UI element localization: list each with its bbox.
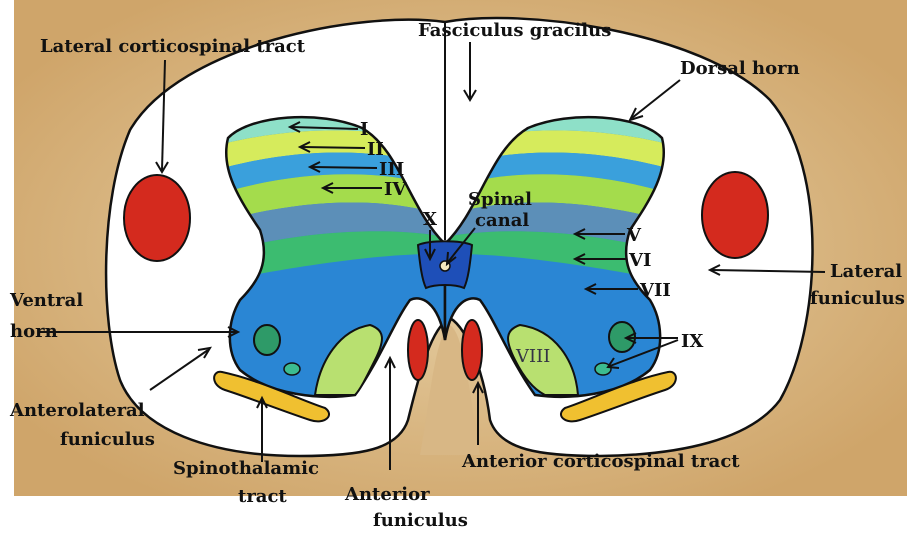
label-dorsal-horn: Dorsal horn (680, 58, 800, 79)
label-lamina-x: X (423, 209, 437, 230)
label-ventral-horn-line1: Ventral (9, 290, 83, 311)
ventral-fissure (420, 325, 480, 455)
label-anterior-funiculus-line2: funiculus (373, 510, 468, 531)
label-anterolateral-funiculus-line2: funiculus (60, 429, 155, 450)
spinothalamic-tract-left (213, 370, 330, 423)
label-anterolateral-funiculus-line1: Anterolateral (9, 400, 145, 421)
label-spinothalamic-tract-line1: Spinothalamic (173, 458, 319, 479)
label-lamina-iii: III (379, 159, 404, 180)
label-lateral-funiculus-line2: funiculus (810, 288, 905, 309)
anterior-corticospinal-tract-right (461, 319, 483, 381)
lamina-viii-left (313, 323, 383, 396)
label-anterior-corticospinal-tract: Anterior corticospinal tract (461, 451, 740, 472)
lateral-corticospinal-tract-right (701, 171, 769, 259)
label-anterior-funiculus-line1: Anterior (344, 484, 430, 505)
label-spinal-canal-line2: canal (475, 210, 529, 231)
label-lateral-corticospinal-tract: Lateral corticospinal tract (40, 36, 306, 57)
anterior-corticospinal-tract-left (407, 319, 429, 381)
label-lamina-v: V (626, 225, 642, 246)
label-spinal-canal-line1: Spinal (468, 189, 532, 210)
lamina-ix-left-small (283, 362, 301, 376)
lamina-ix-right-small (594, 362, 612, 376)
label-ventral-horn-line2: horn (10, 321, 58, 342)
label-lateral-funiculus-line1: Lateral (830, 261, 902, 282)
lamina-ix-left-large (253, 324, 281, 356)
label-spinothalamic-tract-line2: tract (238, 486, 287, 507)
label-lamina-iv: IV (384, 179, 407, 200)
label-lamina-vii: VII (639, 280, 671, 301)
label-lamina-viii: VIII (515, 346, 550, 367)
leader-lines (40, 42, 826, 470)
lateral-corticospinal-tract-left (123, 174, 191, 262)
label-lamina-vi: VI (628, 250, 651, 271)
label-fasciculus-gracilus: Fasciculus gracilus (418, 20, 611, 41)
label-lamina-ii: II (367, 139, 384, 160)
spinothalamic-tract-right (560, 370, 677, 423)
lamina-viii-right (507, 323, 580, 396)
label-lamina-i: I (360, 119, 368, 140)
label-lamina-ix: IX (681, 331, 703, 352)
